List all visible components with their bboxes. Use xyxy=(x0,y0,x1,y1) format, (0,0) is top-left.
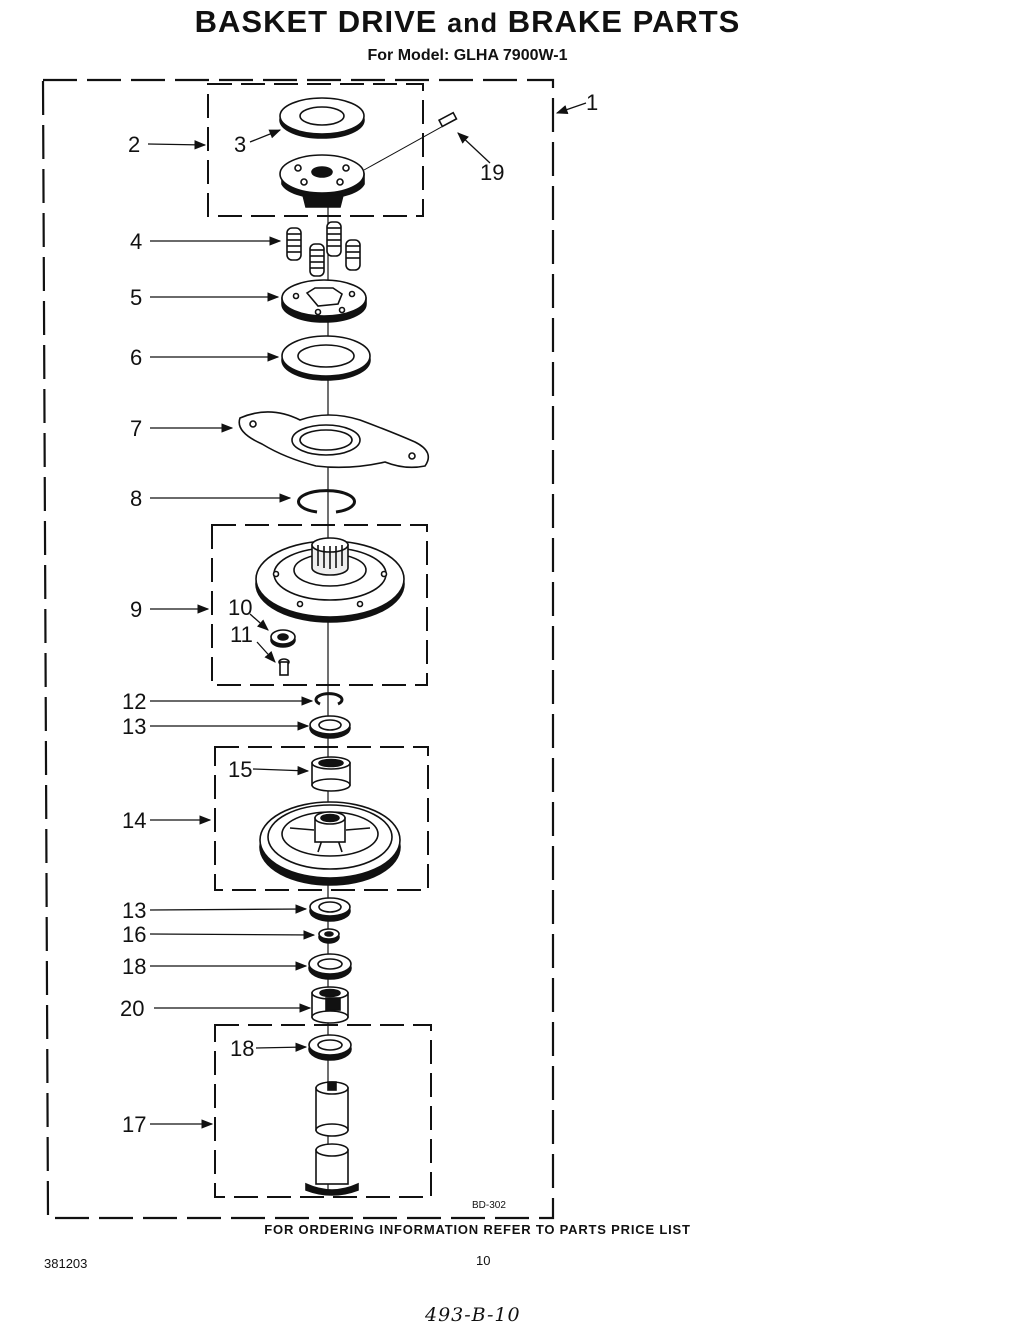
group-box-2 xyxy=(207,83,424,217)
leader-3 xyxy=(249,129,282,143)
title-part-1: BASKET DRIVE xyxy=(194,4,438,39)
callout-7: 7 xyxy=(130,416,142,441)
callout-18-upper: 18 xyxy=(122,954,146,979)
document-number: 381203 xyxy=(44,1256,88,1271)
model-subtitle: For Model: GLHA 7900W-1 xyxy=(367,47,568,64)
leader-2 xyxy=(147,140,207,150)
part-12-snap-ring xyxy=(314,692,344,706)
part-20-sleeve-bearing xyxy=(311,986,349,1024)
leader-11 xyxy=(256,641,276,663)
callout-4: 4 xyxy=(130,229,142,254)
part-14-drive-pulley xyxy=(259,801,401,886)
callout-12: 12 xyxy=(122,689,146,714)
leader-1 xyxy=(555,102,587,114)
part-11-screw xyxy=(278,658,290,676)
ordering-note: FOR ORDERING INFORMATION REFER TO PARTS … xyxy=(264,1222,691,1237)
callout-3: 3 xyxy=(234,132,246,157)
group-box-17 xyxy=(214,1024,432,1198)
callout-16: 16 xyxy=(122,922,146,947)
diagram-code: BD-302 xyxy=(472,1200,506,1211)
callout-2: 2 xyxy=(128,132,140,157)
part-7-brake-stator xyxy=(238,411,430,469)
part-15-bearing xyxy=(311,756,351,792)
part-3-thrust-washer xyxy=(279,97,365,139)
title-and: and xyxy=(447,8,499,38)
title-part-2: BRAKE PARTS xyxy=(507,4,741,39)
part-10-washer xyxy=(270,629,296,648)
leader-13b xyxy=(149,904,308,914)
callout-6: 6 xyxy=(130,345,142,370)
callout-11: 11 xyxy=(230,622,253,647)
callout-14: 14 xyxy=(122,808,146,833)
part-13-upper-washer xyxy=(309,715,351,739)
part-2-drive-plate xyxy=(279,154,365,208)
leader-16 xyxy=(149,930,316,940)
page-number: 10 xyxy=(476,1253,491,1268)
part-16-bushing xyxy=(318,928,340,944)
group-box-14 xyxy=(214,746,429,891)
group-box-9 xyxy=(211,524,428,686)
callout-5: 5 xyxy=(130,285,142,310)
callout-18-lower: 18 xyxy=(230,1036,254,1061)
page-title: BASKET DRIVE and BRAKE PARTS xyxy=(0,4,935,40)
part-19-pin xyxy=(363,111,458,171)
leader-15 xyxy=(252,765,310,776)
callout-10: 10 xyxy=(228,595,252,620)
part-18-upper-seal xyxy=(308,953,352,980)
callout-19: 19 xyxy=(480,160,504,185)
part-5-retainer-plate xyxy=(281,279,367,323)
part-4-springs xyxy=(286,221,361,277)
leader-19 xyxy=(457,132,491,164)
part-18-lower-seal xyxy=(308,1034,352,1061)
part-8-retaining-ring xyxy=(297,489,356,514)
leader-18b xyxy=(255,1042,308,1052)
callout-13-upper: 13 xyxy=(122,714,146,739)
part-6-brake-lining xyxy=(281,335,371,381)
callout-1: 1 xyxy=(586,90,598,115)
leader-10 xyxy=(249,613,269,631)
callout-20: 20 xyxy=(120,996,144,1021)
handwritten-note: 493-B-10 xyxy=(425,1304,521,1326)
part-9-brake-housing xyxy=(255,537,405,623)
callout-13-lower: 13 xyxy=(122,898,146,923)
callout-15: 15 xyxy=(228,757,252,782)
part-17-drive-tube xyxy=(305,1081,359,1196)
callout-9: 9 xyxy=(130,597,142,622)
callout-17: 17 xyxy=(122,1112,146,1137)
callout-8: 8 xyxy=(130,486,142,511)
assembly-frame xyxy=(41,78,555,1220)
part-13-lower-washer xyxy=(309,897,351,922)
